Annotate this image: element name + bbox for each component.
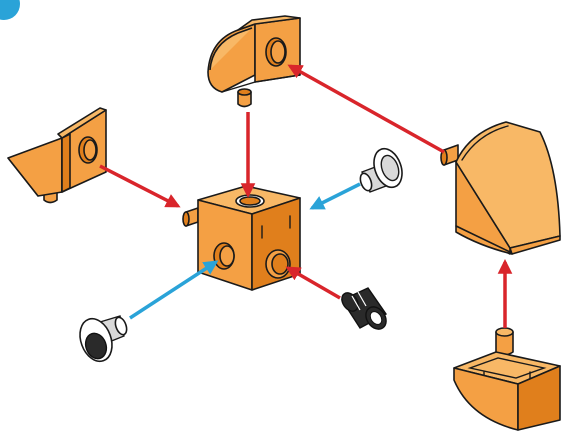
arrow-curved-slope-to-top-block — [287, 64, 445, 154]
corner-mark-icon — [0, 0, 20, 20]
right-curved-slope — [440, 121, 561, 255]
left-wedge-plate — [7, 107, 107, 204]
arrow-pin-to-cube — [285, 266, 341, 300]
cube-block — [182, 185, 301, 291]
arrow-lower-bushing-to-cube — [129, 260, 219, 320]
white-bushing-upper — [359, 147, 403, 193]
white-bushing-lower — [79, 315, 128, 363]
black-pin-connector — [340, 287, 388, 330]
arrow-left-plate-to-cube — [99, 164, 181, 208]
arrow-upper-bushing-to-cube — [309, 182, 361, 210]
top-quarter-round-block — [207, 15, 301, 108]
bottom-right-inverted-slope — [453, 327, 561, 431]
